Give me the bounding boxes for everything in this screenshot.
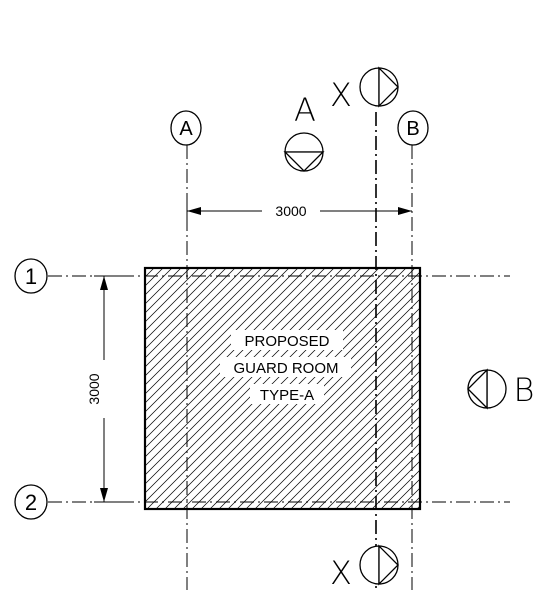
grid-bubble-a-label: A [179,118,193,140]
section-marker-x-top: X [330,66,399,114]
dim-vertical-value: 3000 [86,373,102,404]
hatch-line [209,298,420,509]
hatch-line [145,268,263,386]
label-line1-bg [231,330,343,350]
hatch-line [145,268,290,413]
hatch-line [145,268,335,458]
elevation-marker-b: B [467,368,535,410]
grid-bubble-2-label: 2 [25,490,37,515]
dim-v-arrow-bottom [100,488,108,502]
dim-h-arrow-right [398,207,412,215]
section-x-top-label: X [330,76,352,114]
hatch-line [335,424,420,509]
room-label-line1: PROPOSED [244,333,329,350]
hatch-line [145,268,200,323]
hatch-line [245,334,420,509]
hatch-line [371,460,420,509]
hatch-line [145,268,164,287]
section-x-bottom-label: X [330,554,352,590]
hatch-line [145,268,245,368]
hatch-line [145,268,308,431]
hatch-line [344,433,420,509]
grid-bubble-b-label: B [406,118,419,140]
grid-bubble-2: 2 [14,484,48,520]
hatch-line [299,388,420,509]
dim-h-arrow-left [187,207,201,215]
grid-bubble-a: A [170,110,202,146]
hatch-line [362,451,420,509]
dim-v-arrow-top [100,276,108,290]
hatch-line [145,268,353,476]
section-marker-x-bottom: X [330,544,399,590]
hatch-line [290,379,420,509]
hatch-line [145,268,218,341]
hatch-line [145,268,281,404]
hatch-line [272,361,420,509]
hatch-line [145,268,317,440]
hatch-line [145,268,362,485]
hatch-line [227,316,420,509]
hatch-line [145,268,371,494]
hatch-line [145,268,299,422]
label-line3-bg [250,384,324,404]
room-outline [143,266,422,511]
hatch-line [145,268,344,467]
hatch-line [236,325,420,509]
room-label-line3: TYPE-A [260,387,314,404]
hatch-line [326,415,420,509]
hatch-line [145,268,146,269]
label-line2-bg [220,357,351,377]
dim-horizontal-value: 3000 [275,203,306,219]
hatch-line [145,268,254,377]
hatch-line [145,268,227,350]
hatch-line [263,352,420,509]
hatch-line [308,397,420,509]
hatch-line [145,268,236,359]
hatch-line [534,268,546,509]
hatch-line [145,268,155,278]
room-label-line2: GUARD ROOM [234,360,339,377]
grid-bubble-1-label: 1 [25,264,37,289]
hatch-line [145,268,209,332]
hatch-line [353,442,420,509]
grid-bubble-b: B [397,110,429,146]
elevation-a-label: A [294,91,316,129]
hatch-line [145,268,326,449]
elevation-b-label: B [514,371,535,409]
grid-bubble-1: 1 [14,258,48,294]
hatch-line [281,370,420,509]
hatch-line [145,268,191,314]
elevation-marker-a: A [283,91,325,172]
hatch-line [317,406,420,509]
hatch-line [145,268,272,395]
